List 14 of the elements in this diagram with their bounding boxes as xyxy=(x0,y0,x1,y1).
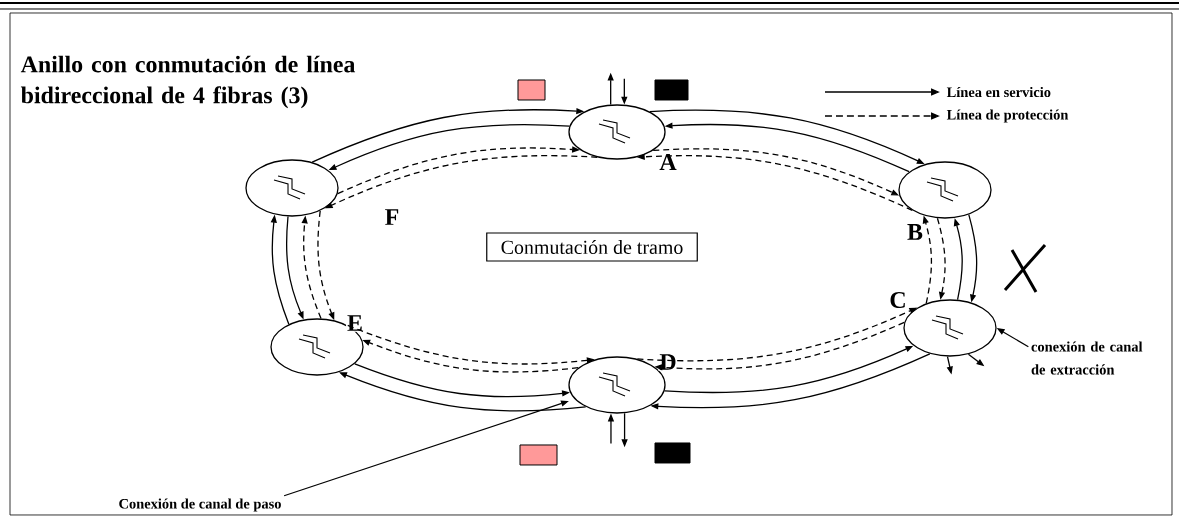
title: Anillo con conmutación de línea bidireccional de 4 fibras (3) xyxy=(20,55,356,109)
node-letter: A xyxy=(658,153,678,171)
label-box: Conmutación de tramo xyxy=(486,232,698,262)
node-letter: E xyxy=(346,314,364,332)
ring-node-ellipse xyxy=(898,161,992,219)
callout-text: conexión de canal de extracción xyxy=(1031,341,1143,375)
node-letter: B xyxy=(906,223,924,241)
legend-text: Línea en servicio xyxy=(946,86,1051,98)
callout-text: Conexión de canal de paso xyxy=(119,498,281,512)
node-letter: C xyxy=(888,290,908,309)
ring-node-ellipse xyxy=(903,299,997,357)
node-letter: F xyxy=(383,208,401,226)
ring-node-ellipse xyxy=(245,159,339,217)
legend-text: Línea de protección xyxy=(946,109,1069,123)
